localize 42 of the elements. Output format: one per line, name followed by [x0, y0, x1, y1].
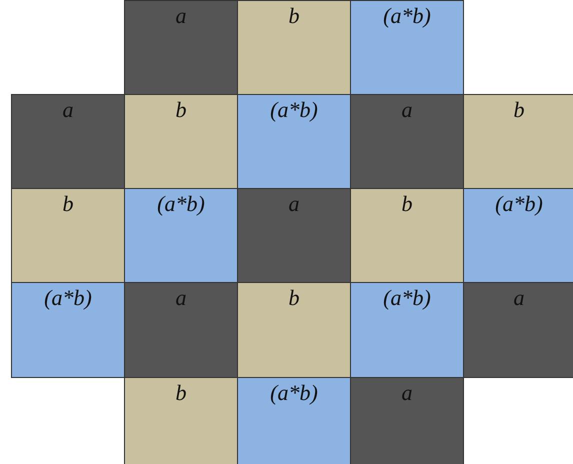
- grid-square: [463, 94, 573, 189]
- square-label: a: [174, 285, 188, 311]
- grid-square: [11, 94, 125, 189]
- square-label: b: [400, 191, 414, 217]
- grid-square: [124, 0, 238, 95]
- square-label: (a*b): [494, 191, 544, 217]
- square-label: b: [288, 285, 300, 311]
- square-label: b: [174, 97, 188, 123]
- grid-square: [237, 377, 351, 464]
- square-label: (a*b): [382, 3, 432, 29]
- square-label: a: [62, 97, 74, 123]
- grid-square: [124, 94, 238, 189]
- grid-square: [350, 377, 464, 464]
- square-label: a: [400, 380, 414, 406]
- square-label: b: [512, 97, 526, 123]
- grid-square: [350, 282, 464, 378]
- grid-square: [350, 0, 464, 95]
- grid-square: [237, 282, 351, 378]
- square-label: (a*b): [382, 285, 432, 311]
- grid-square: [350, 94, 464, 189]
- grid-square: [124, 282, 238, 378]
- square-label: a: [400, 97, 414, 123]
- square-label: b: [174, 380, 188, 406]
- square-label: a: [174, 3, 188, 29]
- grid-square: [237, 0, 351, 95]
- grid-square: [463, 188, 573, 283]
- square-label: b: [62, 191, 74, 217]
- grid-square: [11, 188, 125, 283]
- grid-square: [350, 188, 464, 283]
- square-label: (a*b): [269, 380, 319, 406]
- square-label: (a*b): [43, 285, 93, 311]
- square-label: (a*b): [269, 97, 319, 123]
- grid-square: [463, 282, 573, 378]
- square-label: a: [512, 285, 526, 311]
- grid-square: [124, 188, 238, 283]
- square-label: (a*b): [156, 191, 206, 217]
- grid-square: [237, 188, 351, 283]
- square-label: a: [288, 191, 300, 217]
- grid-square: [11, 282, 125, 378]
- square-label: b: [288, 3, 300, 29]
- grid-square: [237, 94, 351, 189]
- grid-square: [124, 377, 238, 464]
